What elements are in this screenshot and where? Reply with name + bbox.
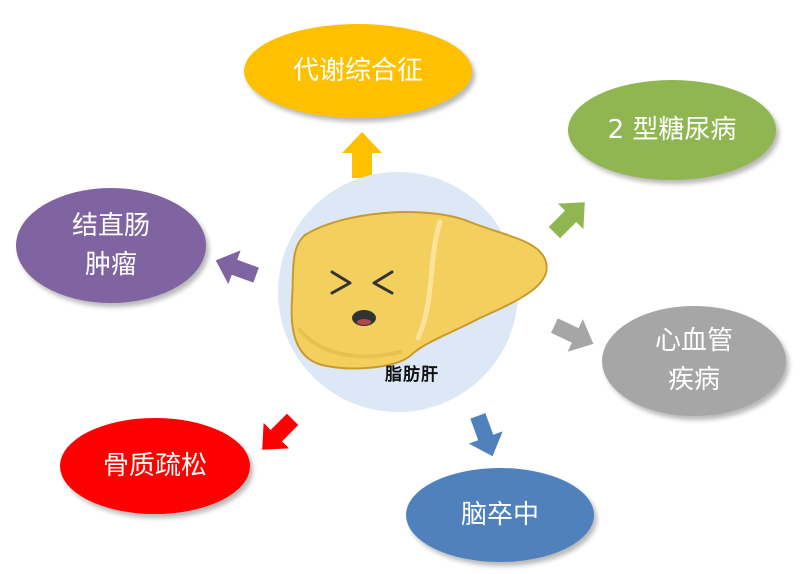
liver-lobe-shade <box>298 328 402 359</box>
node-label-line: 肿瘤 <box>84 249 137 280</box>
arrow-up-right-icon <box>548 202 585 239</box>
node-label-line: 疾病 <box>667 365 720 395</box>
arrow-up-icon <box>342 132 382 178</box>
liver-lobe-divider <box>415 219 443 341</box>
arrow-right-icon <box>551 318 594 352</box>
liver-shape <box>290 211 548 370</box>
left-eye-icon <box>330 270 352 295</box>
node-stroke: 脑卒中 <box>406 468 594 562</box>
arrow-down-icon <box>468 413 503 457</box>
arrow-left-icon <box>215 250 259 285</box>
center-label: 脂肪肝 <box>385 365 439 385</box>
node-label-line: 心血管 <box>654 326 733 356</box>
mouth-tongue <box>357 319 371 325</box>
node-metabolic-syndrome: 代谢综合征 <box>244 24 472 118</box>
node-type2-diabetes: 2 型糖尿病 <box>568 80 776 180</box>
node-label-line: 2 型糖尿病 <box>607 114 737 145</box>
node-label-line: 骨质疏松 <box>102 450 207 481</box>
right-eye-icon <box>372 270 394 295</box>
node-cardiovascular-disease: 心血管疾病 <box>602 306 786 416</box>
node-label-line: 代谢综合征 <box>292 55 423 86</box>
node-label-line: 脑卒中 <box>460 499 539 530</box>
arrow-down-left-icon <box>262 413 299 450</box>
node-colorectal-tumor: 结直肠肿瘤 <box>16 188 206 303</box>
node-osteoporosis: 骨质疏松 <box>60 418 250 514</box>
node-label-line: 结直肠 <box>71 210 150 241</box>
